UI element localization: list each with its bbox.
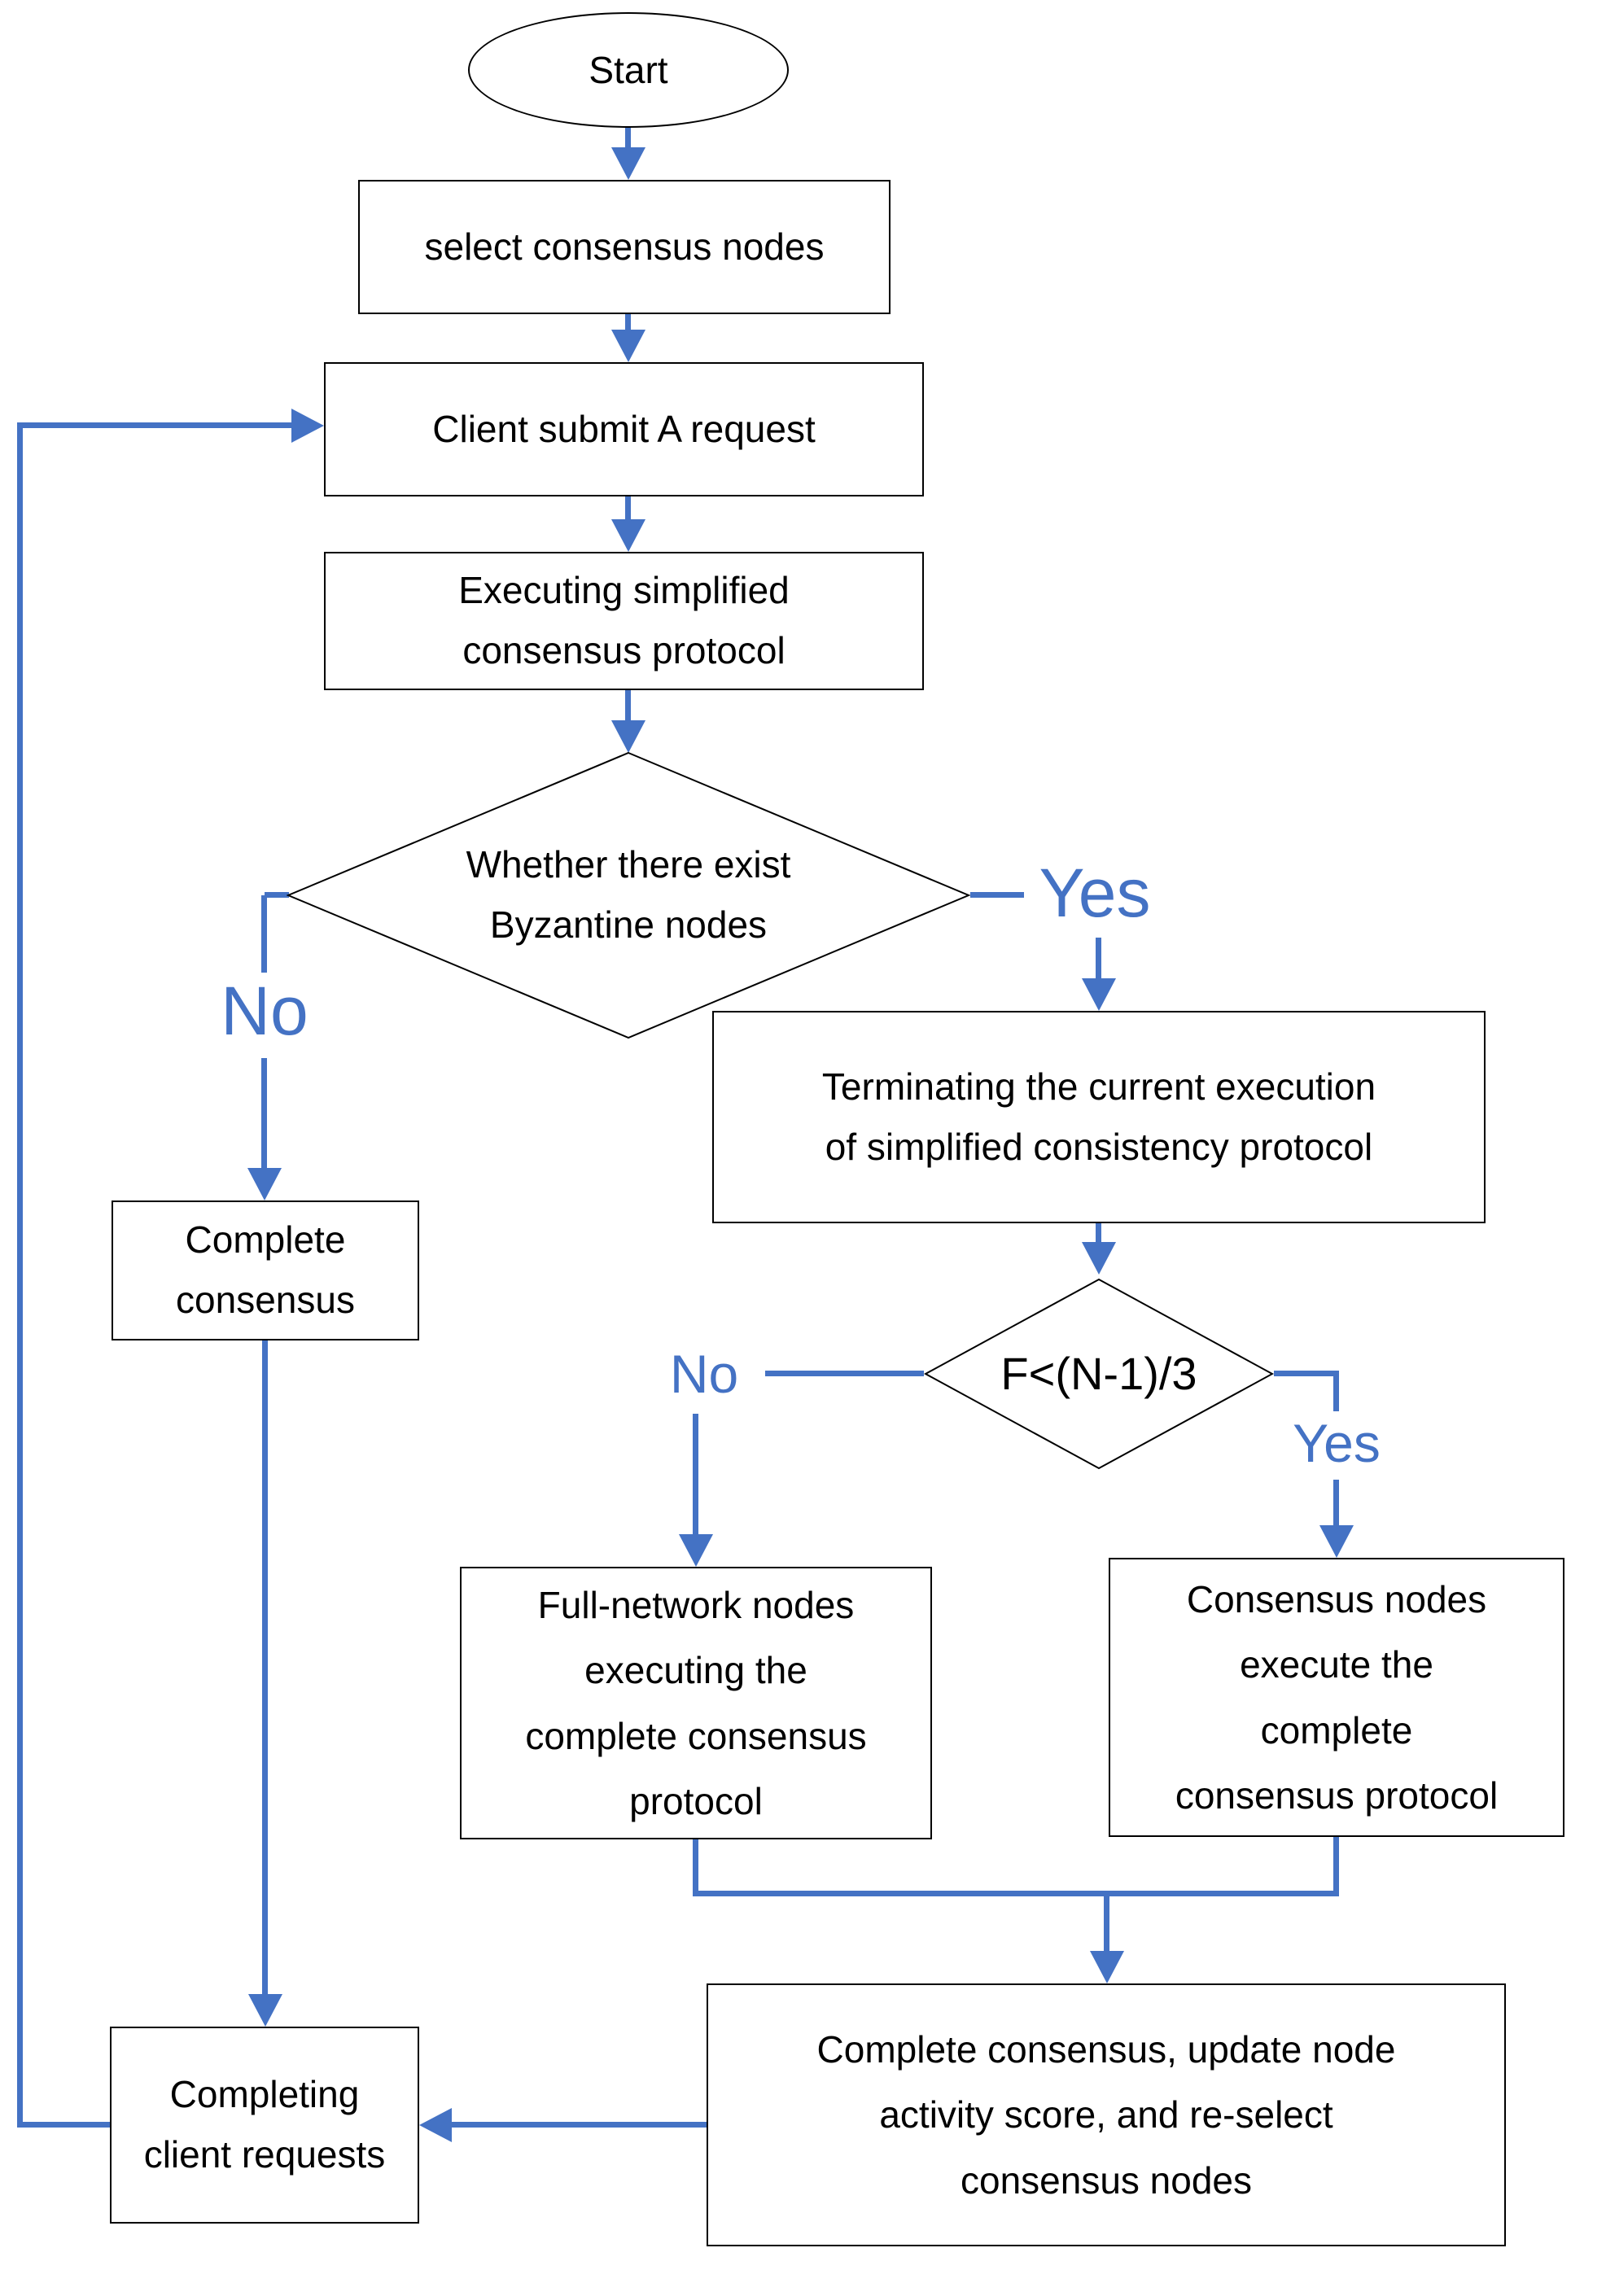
arrowhead-down-icon — [248, 1994, 282, 2027]
full-network-nodes-box: Full-network nodes executing the complet… — [460, 1567, 932, 1839]
consensus-nodes-execute-box: Consensus nodes execute the complete con… — [1109, 1558, 1564, 1837]
arrowhead-left-icon — [419, 2108, 452, 2142]
connector-complete-completing — [262, 1340, 268, 1997]
connector-client-exec — [625, 496, 631, 523]
connector-merge-horizontal — [693, 1891, 1339, 1896]
arrowhead-down-icon — [1082, 978, 1116, 1011]
arrowhead-down-icon — [1090, 1951, 1124, 1983]
connector-loop-bottom — [20, 2122, 110, 2128]
connector-fcheck-yes-stub — [1274, 1371, 1339, 1376]
connector-consensusnodes-merge — [1333, 1837, 1339, 1896]
byzantine-yes-label: Yes — [1039, 855, 1151, 931]
completing-client-requests-box: Completing client requests — [110, 2027, 419, 2224]
f-no-label: No — [669, 1343, 739, 1404]
start-label: Start — [589, 49, 668, 91]
arrowhead-down-icon — [1082, 1242, 1116, 1275]
connector-byzantine-yes-drop — [1096, 938, 1101, 982]
arrowhead-right-icon — [291, 409, 324, 443]
byzantine-decision-diamond — [287, 751, 970, 1039]
connector-fcheck-yes-lower — [1333, 1480, 1339, 1528]
connector-bigbox-completing — [449, 2122, 707, 2128]
f-threshold-decision-label: F<(N-1)/3 — [1000, 1348, 1197, 1400]
connector-fcheck-yes-upper — [1333, 1371, 1339, 1411]
complete-consensus-box: Complete consensus — [112, 1200, 419, 1340]
select-consensus-nodes-box: select consensus nodes — [358, 180, 891, 314]
byzantine-no-label: No — [221, 973, 309, 1049]
connector-start-select — [625, 126, 631, 155]
connector-byzantine-no-upper — [261, 895, 267, 973]
arrowhead-down-icon — [611, 330, 645, 362]
f-threshold-decision-diamond — [924, 1278, 1274, 1470]
connector-byzantine-no-stub — [265, 892, 289, 898]
start-terminator: Start — [468, 12, 789, 128]
connector-byzantine-no-lower — [261, 1058, 267, 1172]
complete-update-reselect-box: Complete consensus, update node activity… — [707, 1983, 1506, 2246]
arrowhead-down-icon — [247, 1168, 282, 1200]
connector-loop-vertical — [17, 422, 23, 2128]
byzantine-decision-label: Whether there exist Byzantine nodes — [466, 843, 791, 946]
arrowhead-down-icon — [679, 1534, 713, 1567]
connector-fcheck-no-stub — [765, 1371, 924, 1376]
executing-simplified-protocol-box: Executing simplified consensus protocol — [324, 552, 924, 690]
arrowhead-down-icon — [611, 720, 645, 753]
connector-loop-top — [20, 422, 295, 428]
arrowhead-down-icon — [611, 519, 645, 552]
arrowhead-down-icon — [1319, 1525, 1354, 1558]
connector-byzantine-yes-stub — [970, 892, 1024, 898]
connector-exec-byzantine — [625, 690, 631, 724]
connector-select-client — [625, 314, 631, 335]
arrowhead-down-icon — [611, 147, 645, 180]
terminating-execution-box: Terminating the current execution of sim… — [712, 1011, 1486, 1223]
connector-fcheck-no-drop — [693, 1414, 698, 1536]
client-submit-request-box: Client submit A request — [324, 362, 924, 496]
connector-terminating-fcheck — [1096, 1223, 1101, 1246]
f-yes-label: Yes — [1293, 1412, 1381, 1473]
connector-merge-bigbox — [1104, 1896, 1109, 1955]
connector-fullnetwork-merge — [693, 1839, 698, 1896]
